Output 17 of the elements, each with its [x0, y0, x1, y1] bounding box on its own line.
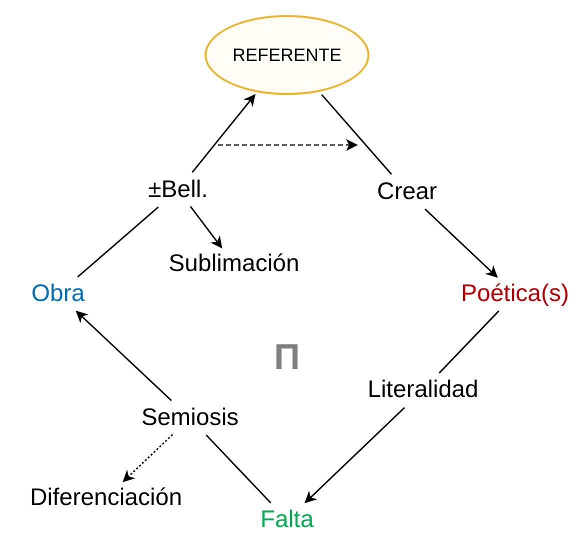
pi-symbol: Π: [274, 339, 300, 375]
arrow: [192, 94, 256, 173]
node-text: ±Bell.: [144, 175, 212, 205]
arrow: [304, 407, 406, 504]
node-text: Literalidad: [364, 375, 482, 405]
node-text: Diferenciación: [26, 483, 186, 513]
node-text: Falta: [256, 505, 318, 533]
arrow: [190, 206, 222, 248]
node-text: Poética(s): [456, 279, 574, 309]
arrow: [424, 208, 498, 278]
node-text: Sublimación: [164, 249, 304, 279]
arrow: [76, 310, 172, 402]
node-text: Obra: [27, 279, 89, 309]
arrow: [122, 434, 174, 482]
node-text: Crear: [373, 177, 441, 207]
node-text: Semiosis: [137, 403, 243, 433]
ellipse-node: REFERENTE: [204, 15, 370, 95]
